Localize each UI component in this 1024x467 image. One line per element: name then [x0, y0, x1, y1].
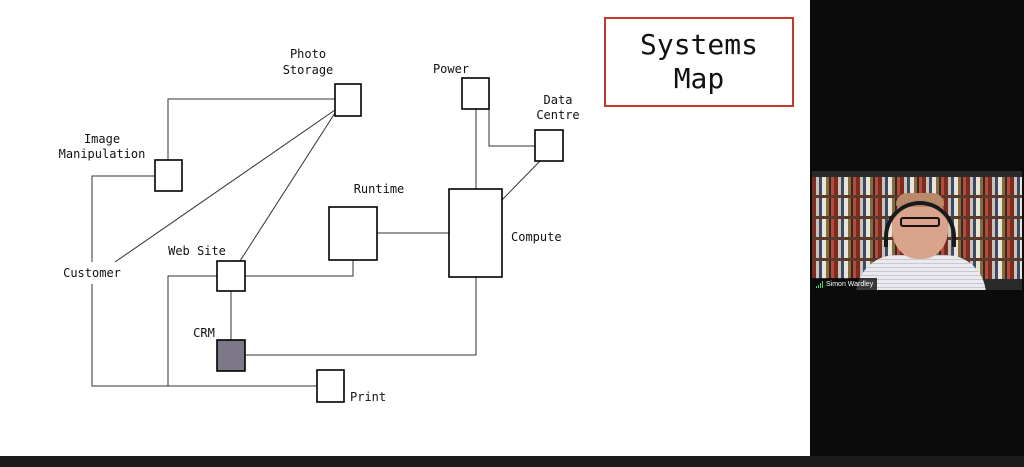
node-data-centre: [534, 129, 564, 162]
participant-video-tile[interactable]: Simon Wardley: [812, 171, 1022, 290]
slide-title-line-2: Map: [673, 62, 725, 95]
node-image-manipulation: [154, 159, 183, 192]
bottom-bar: [0, 456, 1024, 467]
edge-datacentre-compute: [501, 160, 541, 201]
label-customer: Customer: [63, 266, 121, 280]
label-print: Print: [350, 390, 386, 404]
node-print: [316, 369, 345, 403]
edge-customer-photo: [114, 109, 336, 263]
node-crm: [216, 339, 246, 372]
node-photo-storage: [334, 83, 362, 117]
slide-title-box: Systems Map: [604, 17, 794, 107]
label-power: Power: [433, 62, 469, 76]
edge-website-runtime: [245, 260, 354, 277]
edge-customer-image: [91, 175, 155, 262]
systems-map-diagram: Photo Storage Power Data Centre Image Ma…: [59, 47, 580, 404]
edge-crm-compute: [245, 277, 477, 356]
node-web-site: [216, 260, 246, 292]
slide-title-line-1: Systems: [639, 28, 758, 61]
diagram-edges: [91, 98, 541, 387]
node-compute: [448, 188, 503, 278]
participant-name: Simon Wardley: [826, 280, 874, 288]
node-power: [461, 77, 490, 110]
label-image-manipulation-1: Image: [84, 132, 120, 146]
label-photo-storage-1: Photo: [290, 47, 326, 61]
participant-name-bar: Simon Wardley: [812, 278, 878, 290]
label-image-manipulation-2: Manipulation: [59, 147, 146, 161]
connection-signal-icon: [816, 280, 823, 288]
edge-power-datacentre: [488, 109, 535, 147]
node-runtime: [328, 206, 378, 261]
edge-print-website: [167, 275, 217, 386]
label-compute: Compute: [511, 230, 562, 244]
slide-canvas: Photo Storage Power Data Centre Image Ma…: [0, 0, 810, 456]
label-photo-storage-2: Storage: [283, 63, 334, 77]
edge-customer-print: [91, 284, 317, 387]
label-crm: CRM: [193, 326, 215, 340]
label-data-centre-1: Data: [544, 93, 573, 107]
label-web-site: Web Site: [168, 244, 226, 258]
participant-shirt: [856, 255, 986, 290]
edge-image-photo: [167, 98, 335, 160]
edge-website-photo: [239, 112, 336, 262]
label-data-centre-2: Centre: [536, 108, 579, 122]
label-runtime: Runtime: [354, 182, 405, 196]
